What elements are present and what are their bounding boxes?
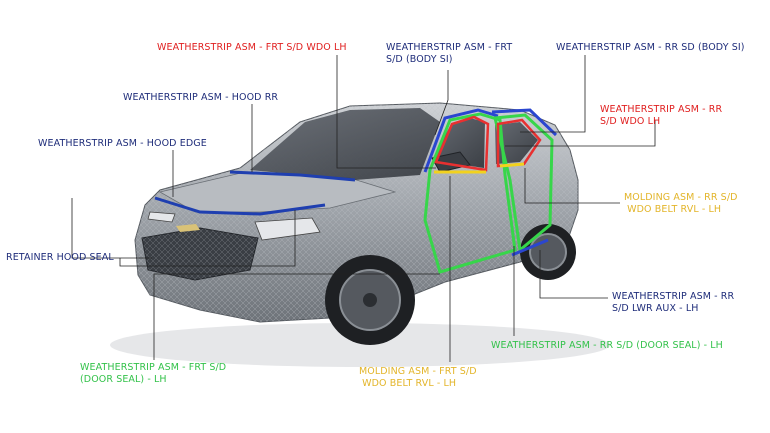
- label-hood-rr: WEATHERSTRIP ASM - HOOD RR: [123, 92, 279, 103]
- front-window-seal-strip: [434, 115, 490, 172]
- label-rr-belt: MOLDING ASM - RR S/D WDO BELT RVL - LH: [624, 192, 738, 215]
- grille-mesh: [142, 228, 258, 280]
- headlight-left: [147, 211, 176, 223]
- leader-rr-sd-body-si: [520, 55, 586, 133]
- label-rr-door-seal: WEATHERSTRIP ASM - RR S/D (DOOR SEAL) - …: [491, 340, 723, 351]
- label-rr-wdo: WEATHERSTRIP ASM - RR S/D WDO LH: [600, 104, 723, 127]
- leader-rr-belt: [524, 168, 620, 204]
- label-frt-belt: MOLDING ASM - FRT S/D WDO BELT RVL - LH: [359, 366, 477, 389]
- lower-aux-strip: [511, 238, 549, 257]
- rear-wheel-rim: [529, 233, 567, 271]
- headlight-right: [254, 217, 321, 241]
- leader-retainer-2: [119, 210, 296, 267]
- label-frt-body-si: WEATHERSTRIP ASM - FRT S/D (BODY SI): [386, 42, 513, 65]
- front-wheel-hub: [363, 293, 377, 307]
- leader-frt-wdo: [336, 55, 436, 169]
- label-rr-lwr-aux: WEATHERSTRIP ASM - RR S/D LWR AUX - LH: [612, 291, 735, 314]
- front-body-side-strip: [423, 108, 499, 173]
- label-frt-door-seal: WEATHERSTRIP ASM - FRT S/D (DOOR SEAL) -…: [80, 362, 227, 385]
- rear-belt-molding-strip: [499, 162, 525, 168]
- ground-shadow: [110, 323, 610, 367]
- rear-body-side-strip: [491, 108, 558, 137]
- rear-door-seal-strip: [493, 113, 554, 253]
- front-door-seal-strip: [423, 112, 517, 274]
- brand-logo: [176, 224, 200, 232]
- label-hood-edge: WEATHERSTRIP ASM - HOOD EDGE: [38, 138, 207, 149]
- rear-window-seal-strip: [496, 118, 542, 168]
- label-frt-wdo: WEATHERSTRIP ASM - FRT S/D WDO LH: [157, 42, 347, 53]
- label-retainer: RETAINER HOOD SEAL: [6, 252, 114, 263]
- label-rr-sd-body-si: WEATHERSTRIP ASM - RR SD (BODY SI): [556, 42, 745, 53]
- leader-retainer: [71, 198, 152, 259]
- rear-door-window: [495, 122, 538, 164]
- hood-edge-seal-strip: [154, 196, 326, 216]
- hood-rear-seal-strip: [229, 170, 356, 182]
- leader-rr-lwr-aux: [539, 250, 608, 299]
- leader-frt-body-si: [434, 70, 449, 136]
- leader-lines: [71, 55, 656, 362]
- windshield: [250, 108, 440, 180]
- leader-frt-door-seal: [153, 273, 440, 360]
- leader-rr-wdo: [505, 120, 656, 147]
